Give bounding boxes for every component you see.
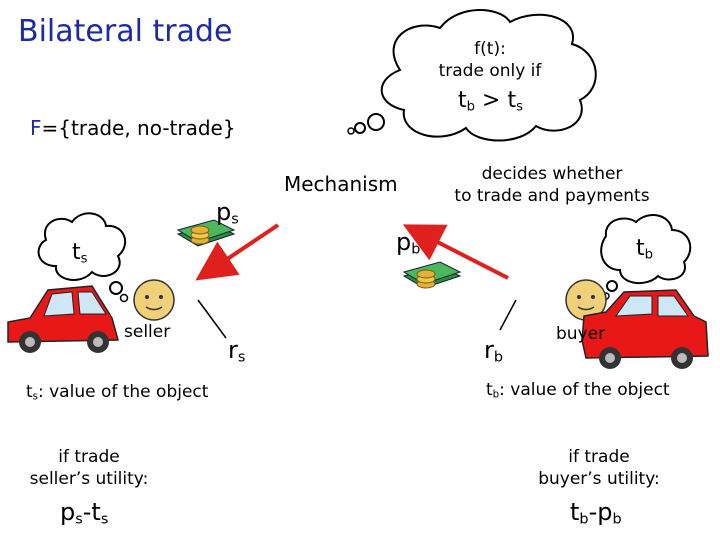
feasible-set-values: ={trade, no-trade} bbox=[41, 116, 236, 140]
seller-value-sub: s bbox=[32, 391, 38, 403]
buyer-value-text: : value of the object bbox=[499, 380, 670, 400]
cloud-line-2: trade only if bbox=[438, 61, 542, 81]
page-title: Bilateral trade bbox=[18, 14, 233, 49]
cond-operator: > bbox=[475, 88, 508, 113]
buyer-payment-p: p bbox=[396, 228, 412, 256]
seller-face-icon bbox=[133, 279, 175, 321]
seller-report-r: r bbox=[228, 336, 238, 364]
seller-type-t: t bbox=[72, 240, 81, 265]
buyer-utility-line-2: buyer’s utility: bbox=[538, 469, 660, 489]
buyer-payment-arrow bbox=[402, 224, 509, 280]
buyer-value-t: t bbox=[486, 380, 493, 400]
feasible-set-letter: F bbox=[30, 116, 42, 140]
seller-report-line bbox=[197, 299, 227, 339]
seller-type: ts bbox=[72, 240, 88, 266]
seller-payment: ps bbox=[216, 198, 239, 228]
seller-util-minus: - bbox=[82, 498, 92, 526]
buyer-util-p-sub: b bbox=[612, 511, 622, 528]
buyer-util-p: p bbox=[597, 498, 613, 526]
mechanism-note-line-2: to trade and payments bbox=[454, 186, 650, 206]
seller-payment-arrow bbox=[195, 223, 280, 281]
buyer-utility-line-1: if trade bbox=[568, 447, 630, 467]
seller-value-text: : value of the object bbox=[37, 382, 209, 402]
buyer-report-sub: b bbox=[493, 349, 504, 366]
buyer-type: tb bbox=[636, 236, 653, 262]
seller-role-label: seller bbox=[124, 322, 171, 342]
cond-ts-sub: s bbox=[516, 99, 523, 115]
buyer-value-sub: b bbox=[492, 389, 500, 401]
buyer-car-icon bbox=[581, 289, 709, 369]
buyer-type-t: t bbox=[636, 236, 645, 261]
buyer-payment: pb bbox=[396, 228, 420, 258]
buyer-report: rb bbox=[484, 336, 503, 366]
buyer-util-t: t bbox=[570, 498, 580, 526]
cond-tb: t bbox=[458, 88, 467, 113]
buyer-report-r: r bbox=[484, 336, 494, 364]
seller-report: rs bbox=[228, 336, 245, 366]
cloud-line-1: f(t): bbox=[474, 39, 506, 59]
seller-value-t: t bbox=[26, 382, 33, 402]
mechanism-note-line-1: decides whether bbox=[481, 164, 623, 184]
buyer-util-minus: - bbox=[588, 498, 598, 526]
money-stack-icon bbox=[176, 219, 236, 247]
buyer-report-line bbox=[499, 299, 517, 331]
seller-value-description: ts: value of the object bbox=[26, 382, 208, 403]
cond-tb-sub: b bbox=[466, 99, 476, 115]
buyer-type-sub: b bbox=[644, 247, 654, 263]
cond-ts: t bbox=[507, 88, 517, 113]
buyer-payment-sub: b bbox=[411, 241, 421, 258]
trade-condition: tb > ts bbox=[458, 88, 523, 114]
seller-utility-label: if trade seller’s utility: bbox=[14, 446, 164, 490]
seller-utility-line-1: if trade bbox=[58, 447, 120, 467]
seller-car-icon bbox=[7, 285, 119, 353]
seller-utility-line-2: seller’s utility: bbox=[29, 469, 149, 489]
seller-util-p: p bbox=[60, 498, 76, 526]
seller-payment-p: p bbox=[216, 198, 232, 226]
thought-cloud-icon bbox=[347, 9, 597, 142]
seller-thought-cloud-icon bbox=[37, 212, 129, 303]
seller-type-sub: s bbox=[80, 251, 88, 267]
seller-util-t: t bbox=[91, 498, 101, 526]
mechanism-note: decides whether to trade and payments bbox=[444, 163, 660, 207]
buyer-utility-label: if trade buyer’s utility: bbox=[524, 446, 674, 490]
mechanism-label: Mechanism bbox=[284, 172, 398, 196]
money-stack-icon bbox=[402, 261, 462, 289]
buyer-role-label: buyer bbox=[556, 324, 606, 344]
buyer-utility-formula: tb-pb bbox=[570, 498, 622, 528]
feasible-set: F={trade, no-trade} bbox=[30, 116, 236, 140]
seller-payment-sub: s bbox=[231, 211, 239, 228]
seller-report-sub: s bbox=[237, 349, 246, 366]
buyer-value-description: tb: value of the object bbox=[486, 380, 670, 401]
seller-utility-formula: ps-ts bbox=[60, 498, 108, 528]
cloud-text: f(t): trade only if bbox=[420, 38, 560, 82]
seller-util-p-sub: s bbox=[75, 511, 83, 528]
seller-util-t-sub: s bbox=[100, 511, 109, 528]
buyer-util-t-sub: b bbox=[579, 511, 589, 528]
